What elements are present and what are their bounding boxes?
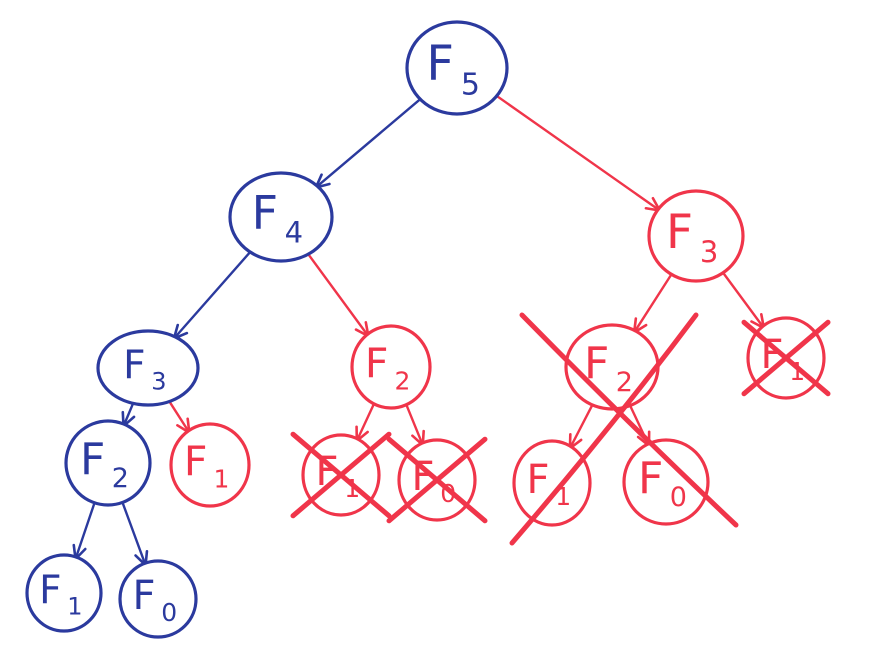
node-label: F: [80, 434, 105, 485]
node-subscript: 2: [112, 463, 129, 494]
tree-edge: [721, 271, 766, 330]
node-circle: [25, 553, 103, 633]
tree-edge: [405, 403, 425, 447]
node-subscript: 1: [214, 465, 230, 494]
tree-edge: [355, 402, 376, 443]
node-subscript: 0: [161, 598, 177, 627]
node-circle: [405, 20, 509, 116]
node-subscript: 1: [67, 592, 82, 620]
node-subscript: 5: [461, 67, 480, 102]
node-subscript: 0: [670, 482, 687, 513]
cross-mark: [290, 431, 392, 519]
tree-edge: [307, 252, 370, 338]
node-circle: [64, 419, 152, 507]
node-label: F: [39, 568, 61, 613]
cross-mark: [741, 319, 831, 397]
node-label: F: [132, 573, 155, 619]
node-label: F: [526, 457, 549, 503]
tree-edge: [314, 97, 422, 189]
node-circle: [622, 438, 710, 526]
subtree-cross-mark: [509, 312, 739, 546]
node-circle: [350, 324, 432, 410]
node-label: F: [666, 205, 693, 260]
node-circle: [169, 422, 251, 508]
node-subscript: 3: [151, 367, 166, 395]
node-subscript: 3: [700, 235, 718, 269]
node-subscript: 2: [616, 367, 633, 398]
node-subscript: 4: [285, 215, 303, 249]
tree-edge: [495, 94, 662, 212]
node-label: F: [365, 339, 389, 387]
edges-layer: [72, 94, 766, 567]
tree-edge: [568, 403, 594, 450]
node-circle: [564, 323, 660, 411]
node-label: F: [426, 36, 454, 92]
node-label: F: [184, 437, 208, 485]
tree-edge: [168, 400, 191, 434]
node-circle: [647, 189, 745, 283]
tree-edge: [632, 273, 673, 334]
node-circle: [118, 559, 198, 639]
node-label: F: [123, 343, 145, 388]
node-label: F: [252, 186, 278, 240]
cross-mark: [386, 436, 488, 524]
node-circle: [96, 329, 200, 407]
node-circle: [512, 439, 592, 527]
node-label: F: [638, 453, 663, 504]
tree-edge: [172, 250, 252, 340]
node-circle: [228, 171, 334, 263]
node-subscript: 2: [395, 367, 411, 396]
crosses-layer: [290, 312, 831, 546]
tree-edge: [72, 501, 96, 561]
tree-edge: [121, 501, 149, 567]
